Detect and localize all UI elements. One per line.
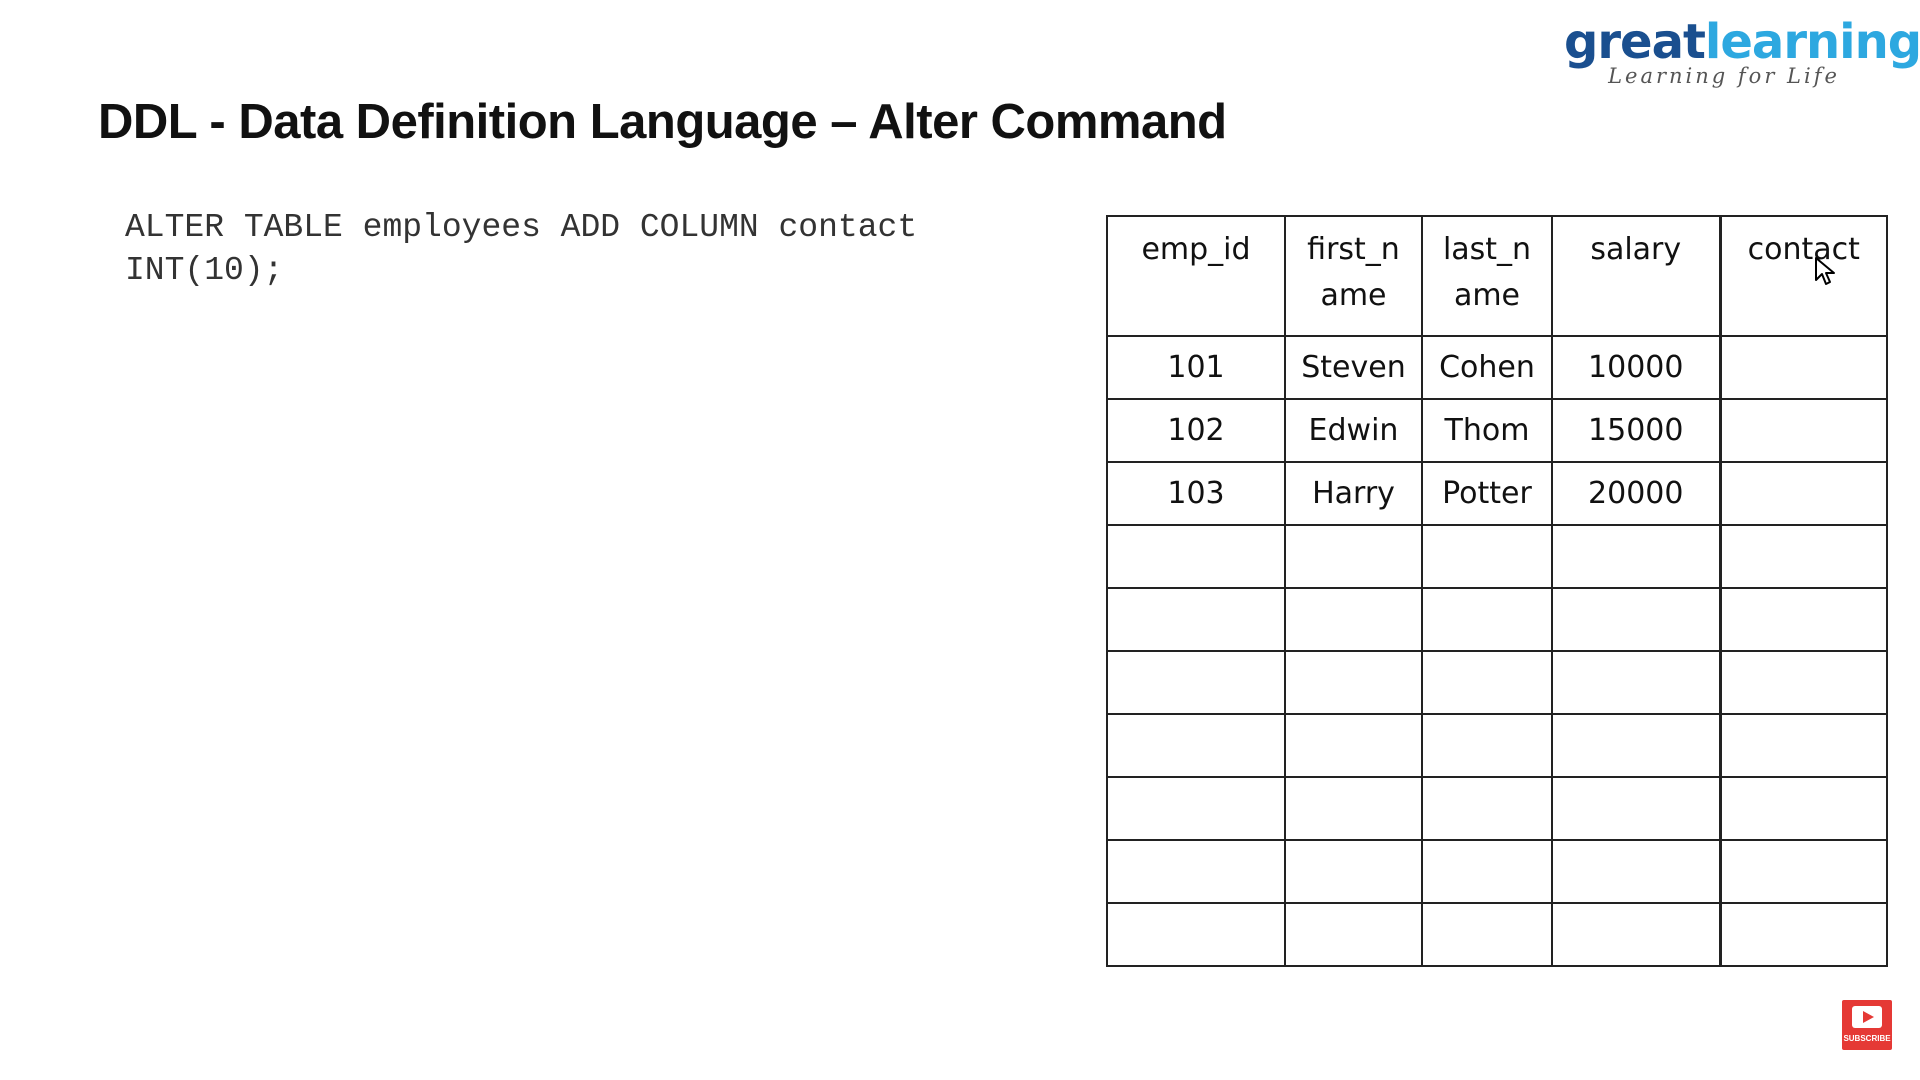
table-cell (1106, 524, 1286, 589)
table-cell (1551, 587, 1721, 652)
greatlearning-logo: greatlearning Learning for Life (1564, 14, 1920, 88)
logo-word-great: great (1564, 14, 1706, 70)
subscribe-label: SUBSCRIBE (1843, 1034, 1891, 1043)
table-cell (1718, 902, 1888, 967)
table-cell (1551, 650, 1721, 715)
table-cell (1284, 776, 1423, 841)
table-cell (1106, 587, 1286, 652)
table-cell (1284, 839, 1423, 904)
table-cell: Steven (1284, 335, 1423, 400)
table-cell (1421, 587, 1553, 652)
table-cell (1106, 839, 1286, 904)
table-row (1106, 713, 1888, 778)
table-cell (1106, 902, 1286, 967)
table-cell (1551, 839, 1721, 904)
table-cell (1718, 650, 1888, 715)
table-cell (1421, 713, 1553, 778)
slide-title: DDL - Data Definition Language – Alter C… (98, 95, 1227, 149)
table-cell (1106, 713, 1286, 778)
logo-tagline: Learning for Life (1608, 64, 1840, 88)
table-cell (1106, 776, 1286, 841)
table-cell (1718, 839, 1888, 904)
play-icon (1852, 1006, 1882, 1028)
table-cell: 15000 (1551, 398, 1721, 463)
table-cell (1421, 839, 1553, 904)
table-cell (1284, 713, 1423, 778)
sql-code-block: ALTER TABLE employees ADD COLUMN contact… (125, 209, 918, 289)
table-cell: Cohen (1421, 335, 1553, 400)
table-cell: 20000 (1551, 461, 1721, 526)
table-cell: Potter (1421, 461, 1553, 526)
header-contact: contact (1718, 215, 1888, 337)
table-cell (1421, 902, 1553, 967)
table-cell (1551, 776, 1721, 841)
table-cell (1284, 650, 1423, 715)
table-cell (1718, 587, 1888, 652)
table-cell: 103 (1106, 461, 1286, 526)
table-cell (1106, 650, 1286, 715)
table-cell (1421, 650, 1553, 715)
table-cell (1718, 398, 1888, 463)
table-row (1106, 902, 1888, 967)
table-cell (1718, 461, 1888, 526)
table-row (1106, 524, 1888, 589)
table-cell (1718, 335, 1888, 400)
table-cell (1421, 776, 1553, 841)
table-cell (1551, 524, 1721, 589)
table-cell: 10000 (1551, 335, 1721, 400)
table-row (1106, 839, 1888, 904)
table-cell (1284, 902, 1423, 967)
table-row (1106, 650, 1888, 715)
logo-word-learning: learning (1704, 14, 1920, 70)
table-cell (1718, 524, 1888, 589)
table-cell: 101 (1106, 335, 1286, 400)
table-row (1106, 776, 1888, 841)
table-cell (1284, 524, 1423, 589)
subscribe-button[interactable]: SUBSCRIBE (1842, 1000, 1892, 1050)
table-cell (1718, 713, 1888, 778)
table-cell: Edwin (1284, 398, 1423, 463)
table-cell: 102 (1106, 398, 1286, 463)
table-cell (1551, 713, 1721, 778)
table-cell (1551, 902, 1721, 967)
logo-wordmark: greatlearning (1564, 14, 1920, 70)
table-cell: Harry (1284, 461, 1423, 526)
mouse-cursor-icon (1815, 257, 1835, 285)
table-cell (1421, 524, 1553, 589)
table-cell: Thom (1421, 398, 1553, 463)
table-cell (1718, 776, 1888, 841)
table-row (1106, 587, 1888, 652)
header-emp-id: emp_id (1106, 215, 1286, 337)
table-cell (1284, 587, 1423, 652)
header-salary: salary (1551, 215, 1721, 337)
